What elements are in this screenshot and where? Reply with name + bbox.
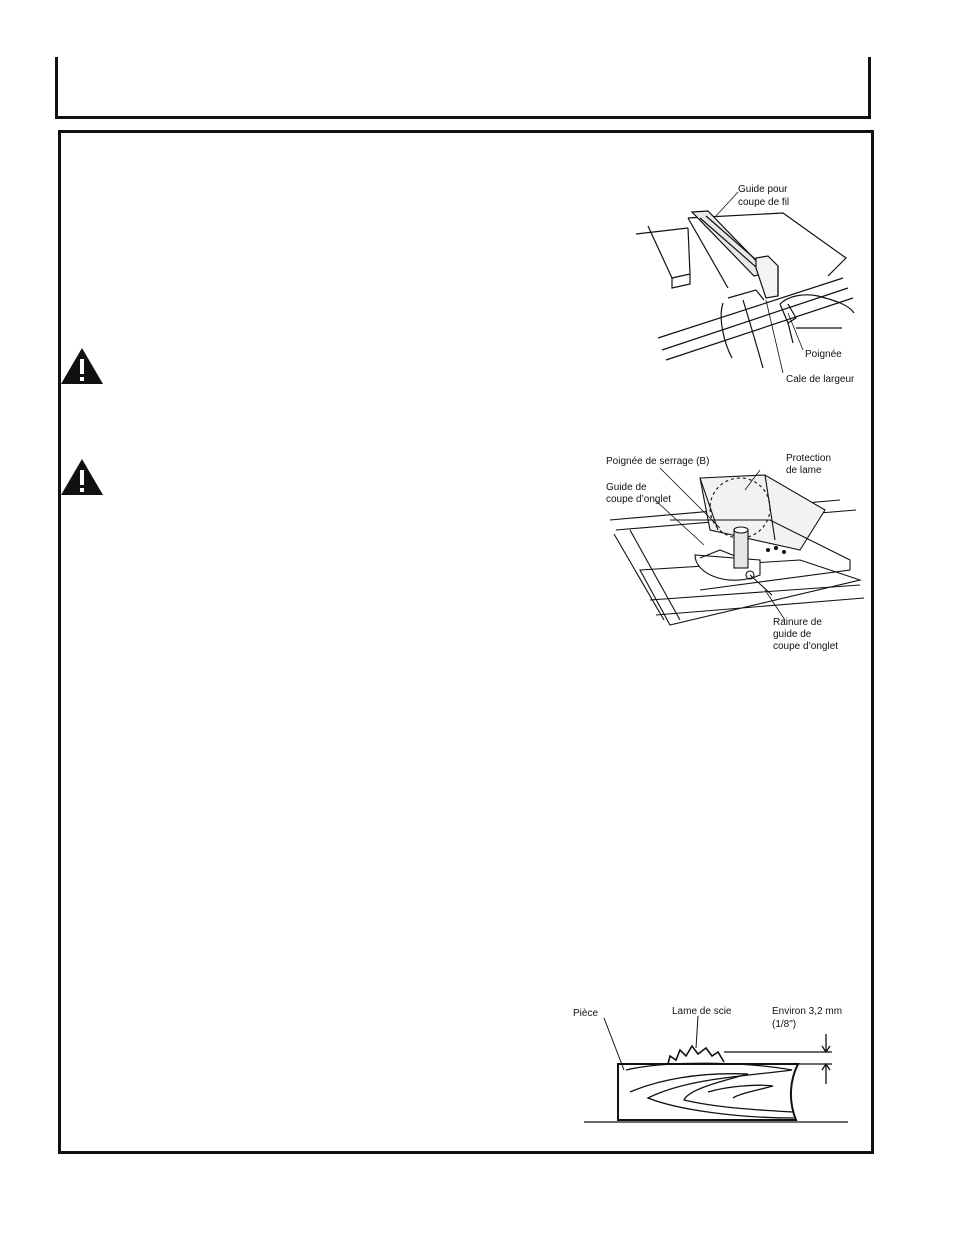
blade-height-illustration: Pièce Lame de scie Environ 3,2 mm (1/8") [573,1006,848,1123]
header-box [55,57,871,119]
approx-label-line1: Environ 3,2 mm [772,1006,842,1017]
miter-label-line1: Guide de [606,482,647,493]
handle-label: Poignée [805,349,842,360]
content-frame [58,130,874,1154]
rip-fence-illustration: Guide pour coupe de fil Poignée Cale de … [635,184,855,385]
slot-label-line3: coupe d’onglet [773,641,838,652]
warning-icon [61,459,103,495]
fence-label-line2: coupe de fil [738,197,789,208]
piece-label: Pièce [573,1008,598,1019]
guard-label-line1: Protection [786,453,831,464]
lock-handle-label: Poignée de serrage (B) [606,456,709,467]
slot-label-line1: Rainure de [773,617,822,628]
fence-label-line1: Guide pour [738,184,788,195]
shim-label: Cale de largeur [786,374,855,385]
miter-gauge-illustration: Poignée de serrage (B) Protection de lam… [606,453,865,652]
approx-label-line2: (1/8") [772,1019,796,1030]
blade-label: Lame de scie [672,1006,732,1017]
guard-label-line2: de lame [786,465,822,476]
slot-label-line2: guide de [773,629,812,640]
warning-icon [61,348,103,384]
miter-label-line2: coupe d’onglet [606,494,671,505]
